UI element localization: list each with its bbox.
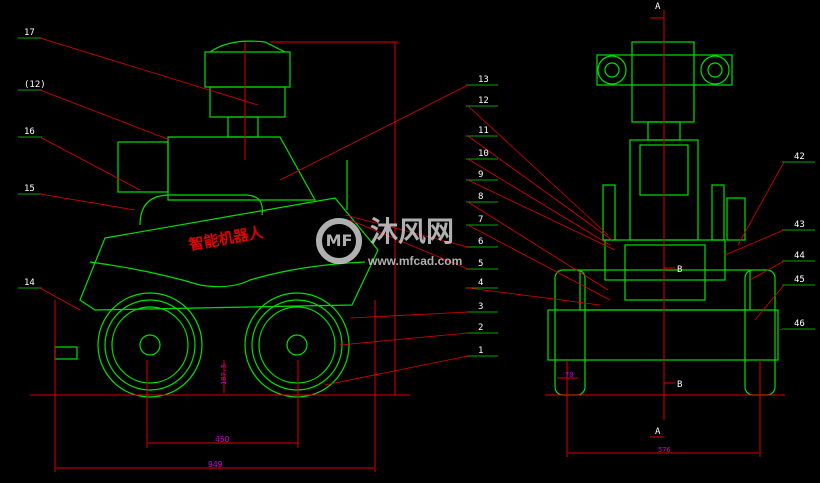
dim-ground-clearance: 187.5: [220, 364, 228, 385]
camera-head-front: [631, 41, 695, 123]
leader-line: [724, 229, 785, 256]
chassis-top: [604, 239, 726, 281]
part-label: 9: [478, 170, 483, 180]
fender-line: [89, 261, 366, 288]
dim-track-offset: 70: [565, 371, 573, 379]
leader-line: [467, 287, 601, 306]
part-label: 6: [478, 237, 483, 247]
part-label: 8: [478, 192, 483, 202]
camera-mount: [227, 116, 259, 138]
leader-line: [467, 224, 611, 301]
leader-line: [467, 158, 611, 246]
leader-line: [344, 214, 469, 248]
part-label: (12): [24, 80, 46, 90]
dim-wheelbase: 450: [215, 435, 230, 444]
section-mark-b-mid: B: [677, 265, 682, 275]
right-light: [700, 55, 730, 85]
part-label: 7: [478, 215, 483, 225]
bumper-front: [547, 309, 779, 361]
part-label: 45: [794, 275, 805, 285]
side-box: [117, 141, 169, 193]
dim-overall-length: 949: [208, 460, 223, 469]
part-label: 1: [478, 346, 483, 356]
watermark: MF 沐风网 www.mfcad.com: [316, 216, 466, 272]
center-box: [624, 244, 706, 301]
part-label: 17: [24, 28, 35, 38]
part-label: 5: [478, 259, 483, 269]
front-view: [547, 41, 779, 396]
part-label: 13: [478, 75, 489, 85]
part-label: 10: [478, 149, 489, 159]
leader-line: [349, 311, 469, 319]
leader-line: [39, 193, 136, 211]
dimension-lines: [30, 10, 785, 472]
front-wheel: [97, 292, 203, 398]
part-label: 2: [478, 323, 483, 333]
leader-line: [324, 355, 469, 386]
dim-overall-width: 576: [658, 446, 671, 454]
bumper: [54, 346, 78, 360]
part-label: 42: [794, 152, 805, 162]
section-mark-a-bottom: A: [655, 427, 661, 437]
left-light: [597, 55, 627, 85]
leader-line: [339, 332, 469, 346]
part-label: 11: [478, 126, 489, 136]
leader-line: [39, 136, 141, 191]
leader-line: [467, 179, 616, 251]
camera-housing: [204, 51, 291, 88]
leader-line: [754, 284, 785, 321]
hull: [79, 197, 379, 311]
part-label: 46: [794, 319, 805, 329]
part-label: 3: [478, 302, 483, 312]
part-label: 43: [794, 220, 805, 230]
part-label: 16: [24, 127, 35, 137]
leader-line: [279, 84, 469, 181]
body-text: 智能机器人: [188, 223, 266, 254]
side-view: [54, 40, 379, 398]
leader-line: [737, 161, 785, 246]
leader-line: [39, 287, 81, 311]
part-label: 44: [794, 251, 805, 261]
section-mark-b-lower: B: [677, 380, 682, 390]
handle: [139, 194, 263, 226]
leader-line: [467, 201, 609, 291]
leader-line: [749, 260, 785, 281]
rear-wheel: [244, 292, 350, 398]
part-label: 15: [24, 184, 35, 194]
leader-line: [467, 105, 609, 236]
camera-top: [209, 40, 286, 53]
leader-line: [39, 89, 171, 141]
part-label: 12: [478, 96, 489, 106]
leader-line: [39, 37, 259, 106]
section-mark-a-top: A: [655, 2, 661, 12]
leader-line: [467, 135, 613, 241]
watermark-logo: MF: [316, 218, 362, 264]
part-label: 4: [478, 278, 483, 288]
watermark-url: www.mfcad.com: [368, 254, 463, 268]
leader-lines: [18, 37, 815, 386]
part-label: 14: [24, 278, 35, 288]
watermark-name: 沐风网: [370, 215, 455, 248]
leader-line: [349, 219, 469, 270]
upper-body: [167, 136, 317, 201]
leader-line: [777, 328, 785, 331]
